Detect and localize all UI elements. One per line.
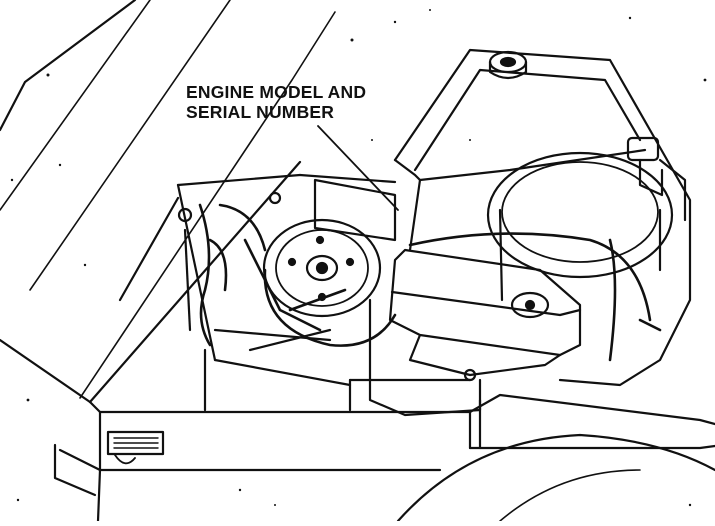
harness-bolt bbox=[463, 368, 477, 382]
harness-bolt bbox=[268, 191, 282, 205]
mower-deck-frame bbox=[53, 173, 715, 523]
blower-housing bbox=[486, 151, 674, 302]
callout-line-1: ENGINE MODEL AND bbox=[186, 82, 367, 102]
fuel-tank bbox=[488, 50, 528, 80]
drive-pulley bbox=[262, 218, 382, 318]
drive-belt bbox=[263, 268, 397, 347]
engine-serial-callout: ENGINE MODEL AND SERIAL NUMBER bbox=[186, 82, 366, 122]
oil-fill-cap bbox=[626, 136, 687, 222]
callout-leader-line bbox=[317, 125, 399, 211]
scan-speckle bbox=[10, 9, 707, 507]
air-cleaner bbox=[388, 248, 582, 377]
rear-wheel bbox=[396, 433, 715, 523]
raised-hood-panel bbox=[0, 0, 336, 404]
deck-vent bbox=[106, 430, 165, 465]
callout-line-2: SERIAL NUMBER bbox=[186, 102, 335, 122]
wiring-harness bbox=[198, 203, 662, 362]
harness-bolt bbox=[177, 207, 193, 223]
